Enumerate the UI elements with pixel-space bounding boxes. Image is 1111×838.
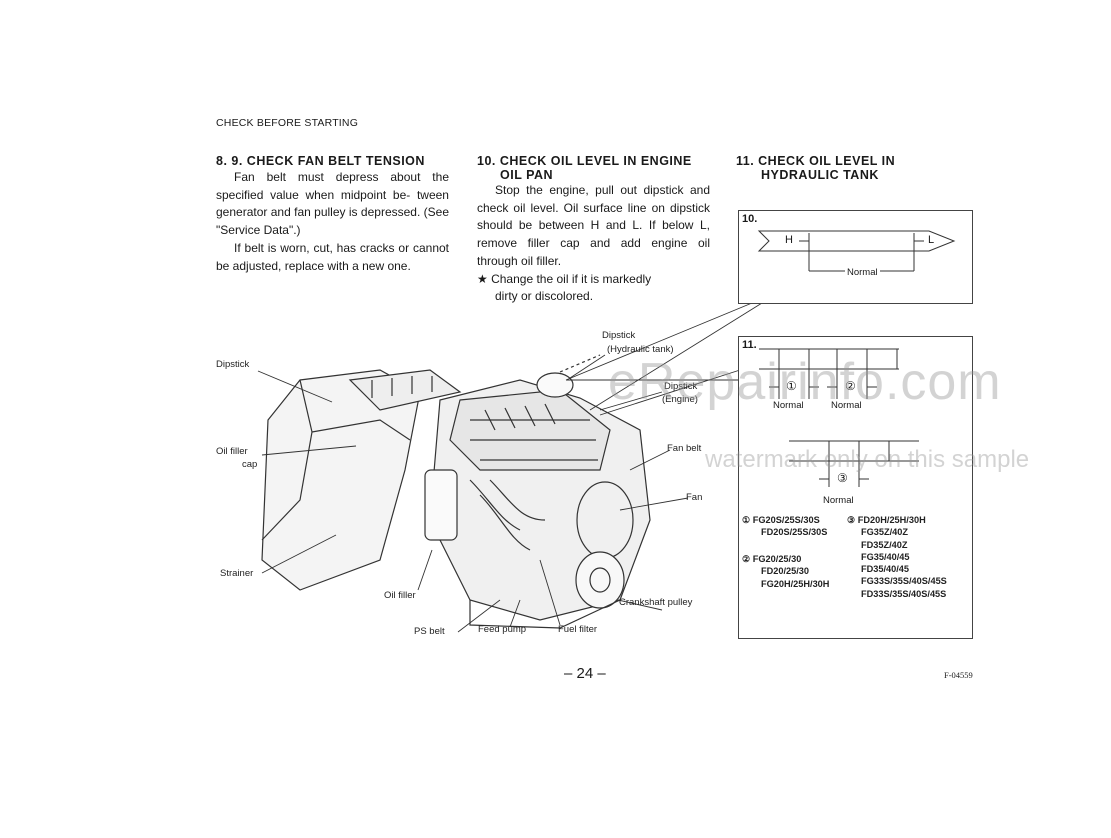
normal-label-2: Normal: [831, 400, 862, 411]
normal-label-3: Normal: [823, 495, 854, 506]
label-oil-filler-cap: Oil filler: [216, 446, 248, 457]
diagram-box-engine-dipstick: 10. H L Normal: [738, 210, 973, 304]
model-line: FD20/25/30: [761, 566, 810, 577]
label-feed-pump: Feed pump: [478, 624, 527, 635]
label-oil-filler: Oil filler: [384, 590, 416, 601]
label-oil-filler-cap-2: cap: [242, 459, 258, 470]
heading-engine-oil-1: 10. CHECK OIL LEVEL IN ENGINE: [477, 154, 692, 168]
model-line: FD35/40/45: [861, 564, 910, 575]
model-list-1: ① FG20S/25S/30S FD20S/25S/30S: [742, 514, 827, 539]
column-engine-oil: 10. CHECK OIL LEVEL IN ENGINE OIL PAN St…: [477, 154, 710, 306]
text-line: tween generator and fan pulley is: [216, 187, 449, 220]
model-list-3: ③ FD20H/25H/30H FG35Z/40Z FD35Z/40Z FG35…: [847, 514, 947, 600]
para-fan-belt-2: If belt is worn, cut, has cracks or cann…: [216, 240, 449, 275]
text-line: cannot be adjusted, replace with a: [216, 240, 449, 273]
level-mark-1: ①: [786, 379, 797, 393]
label-strainer: Strainer: [220, 568, 254, 579]
label-dipstick-engine-2: (Engine): [662, 394, 698, 405]
note-change-oil-2: dirty or discolored.: [495, 289, 594, 304]
normal-range-label: Normal: [845, 267, 880, 278]
mark-l: L: [928, 234, 935, 246]
column-fan-belt: 8. 9. CHECK FAN BELT TENSION Fan belt mu…: [216, 154, 449, 275]
heading-engine-oil-2: OIL PAN: [500, 168, 554, 182]
label-fan: Fan: [686, 492, 703, 503]
label-dipstick: Dipstick: [216, 359, 250, 370]
note-change-oil: ★ Change the oil if it is markedly: [477, 271, 652, 286]
model-line: FG35Z/40Z: [861, 527, 908, 538]
model-line: FD33S/35S/40S/45S: [861, 588, 947, 599]
label-fuel-filter: Fuel filter: [558, 624, 598, 635]
model-line: FG33S/35S/40S/45S: [861, 576, 947, 587]
column-hydraulic: 11. CHECK OIL LEVEL IN HYDRAULIC TANK: [736, 154, 971, 182]
text-line: and L. If below L, remove filler cap: [477, 218, 710, 251]
text-line: new one.: [362, 258, 411, 273]
model-line: FG35/40/45: [861, 551, 910, 562]
diagram-box-hydraulic-dipstick: 11. ① ② Normal Normal ③ Normal ① FG20S/2…: [738, 336, 973, 639]
box-number: 11.: [742, 339, 757, 351]
text-line: on dipstick should be between H: [477, 200, 711, 233]
text-line: and check oil level. Oil surface line: [477, 183, 710, 215]
text-line: Stop the engine, pull out dipstick: [495, 183, 684, 197]
watermark-site: eRepairinfo.com: [608, 353, 1002, 411]
box-number: 10.: [742, 213, 758, 225]
label-dipstick-hydraulic: Dipstick: [602, 330, 636, 341]
watermark-sample: watermark only on this sample: [705, 446, 1030, 473]
page-number: – 24 –: [564, 665, 606, 682]
model-line: FD20S/25S/30S: [761, 527, 828, 538]
text-line: depressed. (See "Service Data".): [216, 205, 450, 238]
model-line: FG20H/25H/30H: [761, 578, 830, 589]
heading-hydraulic-2: HYDRAULIC TANK: [761, 168, 879, 182]
normal-label-1: Normal: [773, 400, 804, 411]
label-fan-belt: Fan belt: [667, 443, 702, 454]
dipstick-drawing: [757, 230, 956, 272]
heading-fan-belt: 8. 9. CHECK FAN BELT TENSION: [216, 154, 425, 168]
text-line: and add engine oil through oil filler.: [477, 236, 710, 268]
label-dipstick-hydraulic-2: (Hydraulic tank): [607, 344, 674, 355]
para-fan-belt-1: Fan belt must depress about the specifie…: [216, 169, 449, 240]
model-list-2: ② FG20/25/30 FD20/25/30 FG20H/25H/30H: [742, 553, 829, 590]
level-mark-3: ③: [837, 471, 848, 485]
figure-code: F-04559: [944, 670, 973, 680]
text-line: Fan belt must depress about the: [234, 170, 449, 184]
label-ps-belt: PS belt: [414, 626, 445, 637]
section-header: CHECK BEFORE STARTING: [216, 117, 359, 129]
text-line: specified value when midpoint be-: [216, 187, 411, 202]
hydraulic-dipstick-drawing: [759, 348, 919, 487]
level-mark-2: ②: [845, 379, 856, 393]
mark-h: H: [785, 234, 793, 246]
para-engine-oil: Stop the engine, pull out dipstick and c…: [477, 182, 710, 271]
model-line: ③ FD20H/25H/30H: [847, 515, 926, 525]
heading-hydraulic-1: 11. CHECK OIL LEVEL IN: [736, 154, 896, 168]
label-dipstick-engine: Dipstick: [664, 381, 698, 392]
model-line: ② FG20/25/30: [742, 554, 802, 564]
text-line: If belt is worn, cut, has cracks or: [234, 240, 410, 255]
model-line: ① FG20S/25S/30S: [742, 515, 820, 525]
model-line: FD35Z/40Z: [861, 539, 908, 550]
label-crankshaft-pulley: Crankshaft pulley: [619, 597, 693, 608]
